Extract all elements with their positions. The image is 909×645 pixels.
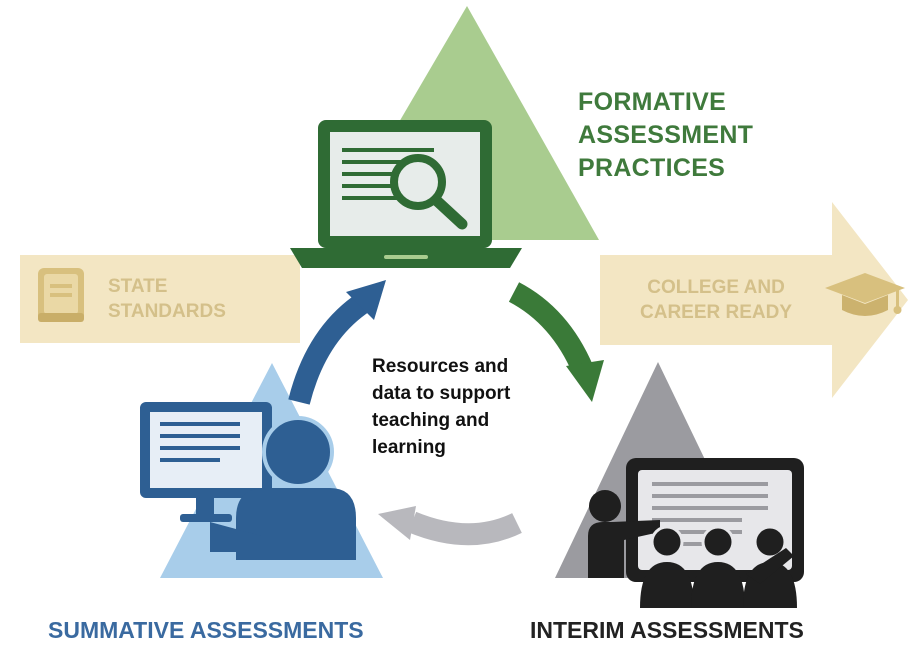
center-line-1: Resources and <box>372 356 509 377</box>
graduation-cap-icon <box>825 273 905 316</box>
band-right-arrow <box>600 202 908 398</box>
college-label-line-2: CAREER READY <box>640 302 793 323</box>
formative-label-line-1: FORMATIVE <box>578 88 727 116</box>
center-line-2: data to support <box>372 383 511 404</box>
interim-assessments-label: INTERIM ASSESSMENTS <box>530 617 804 643</box>
arrow-formative-to-interim <box>508 282 594 375</box>
college-career-label: COLLEGE AND CAREER READY <box>640 275 792 325</box>
state-standards-label: STATE STANDARDS <box>108 274 226 324</box>
college-label-line-1: COLLEGE AND <box>647 277 785 298</box>
arrowhead-green <box>566 360 604 402</box>
teacher-presentation-icon <box>588 458 804 608</box>
computer-user-icon <box>140 402 356 560</box>
arrow-interim-to-summative <box>407 511 522 546</box>
state-label-line-1: STATE <box>108 276 168 297</box>
book-icon <box>38 268 84 322</box>
formative-label-line-2: ASSESSMENT <box>578 121 754 149</box>
center-line-3: teaching and <box>372 410 490 431</box>
center-description: Resources and data to support teaching a… <box>372 353 510 461</box>
summative-assessments-label: SUMMATIVE ASSESSMENTS <box>48 617 364 643</box>
arrowhead-gray <box>378 506 416 540</box>
formative-label-line-3: PRACTICES <box>578 154 726 182</box>
state-label-line-2: STANDARDS <box>108 301 226 322</box>
laptop-magnifier-icon <box>290 120 522 268</box>
center-line-4: learning <box>372 437 446 458</box>
cycle-arrows <box>288 280 604 546</box>
arrow-summative-to-formative <box>288 292 371 405</box>
arrowhead-blue <box>346 280 386 320</box>
formative-assessment-label: FORMATIVE ASSESSMENT PRACTICES <box>578 86 753 185</box>
